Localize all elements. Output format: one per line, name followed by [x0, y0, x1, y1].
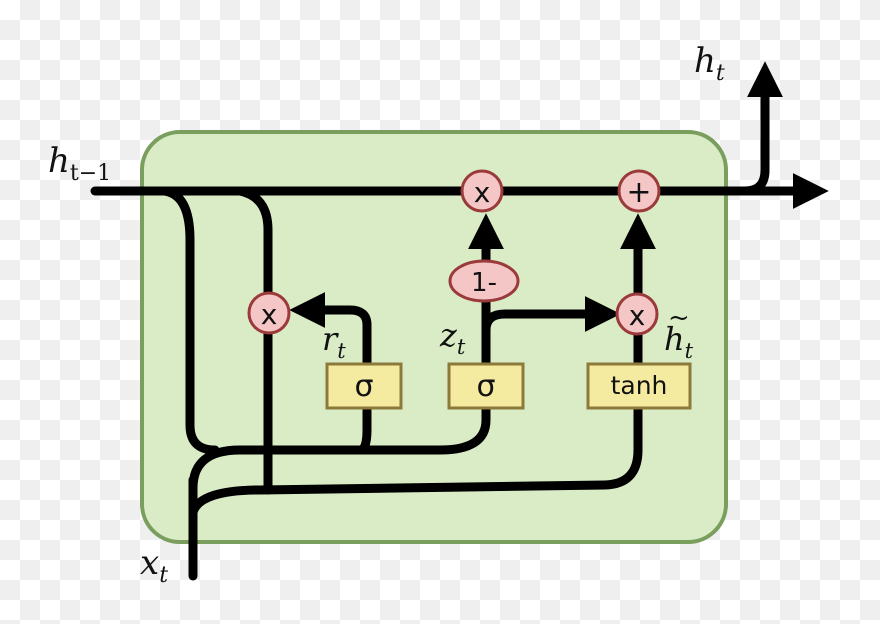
to-tanh-line	[255, 403, 643, 495]
h-cand-tilde: ~	[668, 303, 690, 333]
h-out-label: ht	[694, 41, 725, 86]
reset-multiply-label: x	[261, 298, 278, 331]
hidden-branch-outer-line	[160, 186, 220, 455]
update-gate: σ	[447, 362, 525, 410]
reset-gate-input-line	[355, 405, 372, 455]
candidate-gate: tanh	[586, 362, 692, 410]
one-minus-op: 1-	[448, 259, 520, 303]
top-multiply-label: x	[474, 176, 491, 209]
add-op: +	[617, 169, 661, 213]
hidden-branch-inner-line	[235, 186, 273, 301]
one-minus-label: 1-	[471, 268, 497, 298]
update-gate-right-arrow	[481, 296, 621, 335]
update-gate-label: σ	[476, 369, 495, 404]
x-in-label: xt	[140, 543, 168, 588]
input-to-tanh-curve	[188, 485, 265, 517]
top-multiply-op: x	[460, 169, 504, 213]
reset-gate: σ	[325, 362, 403, 410]
h-prev-label: ht−1	[48, 141, 111, 186]
update-gate-input-line	[435, 405, 491, 455]
input-to-gates-line	[188, 445, 445, 493]
candidate-multiply-label: x	[629, 299, 646, 332]
add-label: +	[626, 175, 651, 210]
h-cand-label: ht	[664, 320, 694, 363]
output-branch-line	[723, 61, 783, 196]
candidate-multiply-op: x	[615, 292, 659, 336]
reset-gate-label: σ	[354, 369, 373, 404]
reset-multiply-op: x	[247, 291, 291, 335]
reset-gate-output-arrow	[289, 292, 372, 369]
r-gate-label: rt	[322, 320, 346, 363]
cell-box	[140, 130, 728, 544]
z-gate-label: zt	[439, 316, 466, 359]
candidate-gate-label: tanh	[611, 371, 668, 400]
